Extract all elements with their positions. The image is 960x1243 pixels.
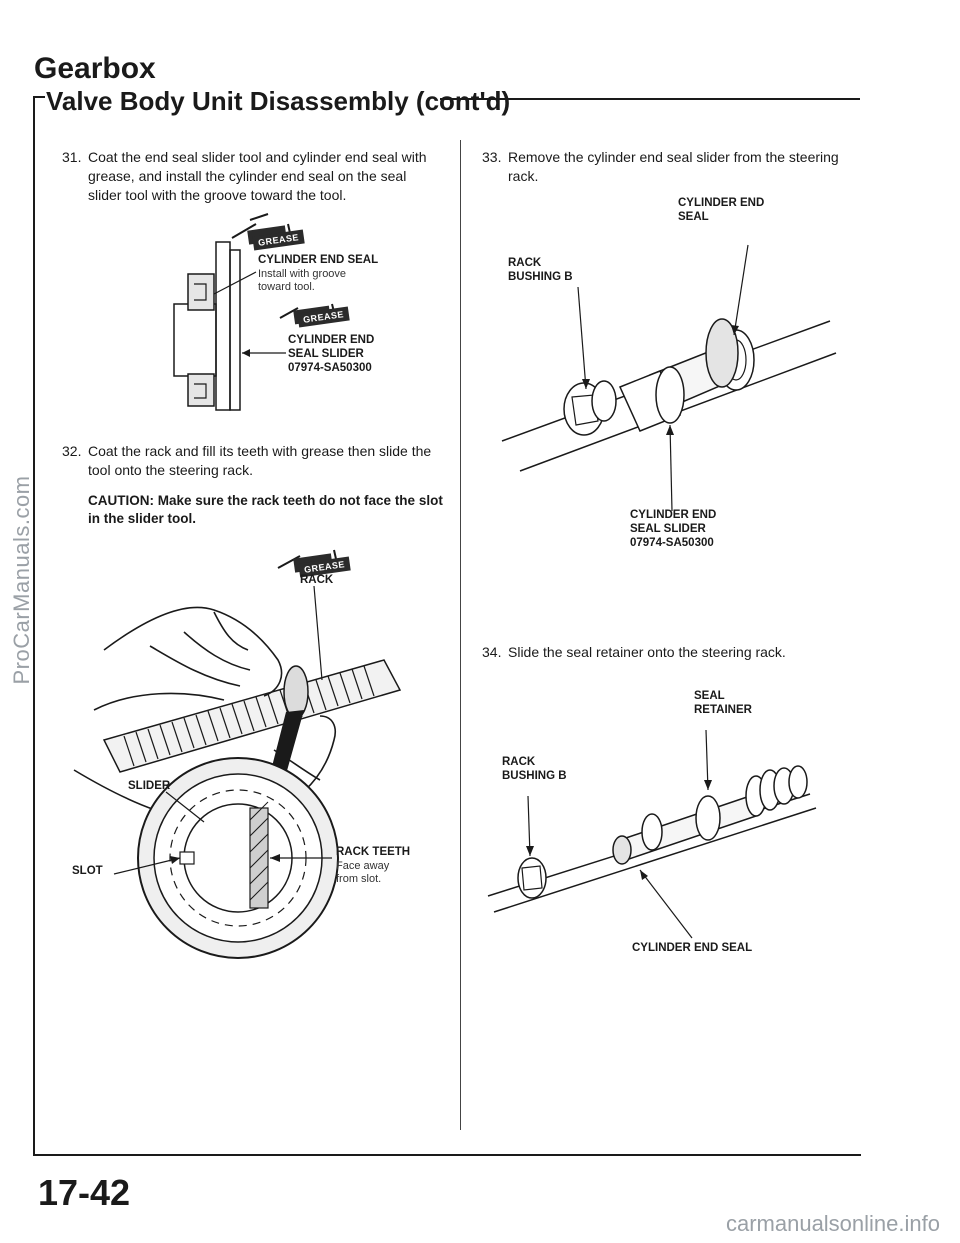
step-34: 34. Slide the seal retainer onto the ste…	[482, 643, 862, 662]
label-cylinder-end-seal: CYLINDER END SEAL	[258, 254, 379, 266]
step-32: 32. Coat the rack and fill its teeth wit…	[62, 442, 442, 480]
rack-bar	[102, 659, 402, 773]
step-text: Coat the rack and fill its teeth with gr…	[88, 443, 432, 478]
step-number: 32.	[62, 443, 82, 459]
seal-retainer-diagram	[487, 729, 817, 939]
step-number: 31.	[62, 149, 82, 165]
label-slider-line-1: CYLINDER END	[630, 509, 717, 521]
label-slider-line-1: CYLINDER END	[288, 334, 375, 346]
rack-bushing-2	[517, 857, 547, 899]
slider-detail-view	[137, 757, 339, 959]
figure-seal-on-slider: GREASE GREASE CYLINDER END SEAL Install …	[160, 210, 440, 420]
label-rack-teeth: RACK TEETH	[336, 846, 411, 858]
header-rule	[440, 98, 860, 100]
note-seal-line-1: Install with groove	[258, 268, 347, 280]
label-bushing-line-2: BUSHING B	[508, 271, 573, 283]
label-bushing-line-2: BUSHING B	[502, 770, 567, 782]
label-rack: RACK	[300, 574, 334, 586]
header-corner	[33, 96, 45, 118]
figure-seal-retainer: SEAL RETAINER RACK BUSHING B CYLINDER EN…	[480, 690, 860, 960]
label-retainer-line-1: SEAL	[694, 690, 725, 702]
label-slider-line-3: 07974-SA50300	[288, 362, 372, 374]
label-slider-line-2: SEAL SLIDER	[288, 348, 364, 360]
label-bushing-line-1: RACK	[502, 756, 536, 768]
section-title: Gearbox	[34, 52, 156, 85]
note-seal-line-2: toward tool.	[258, 281, 315, 293]
rack-slider-diagram	[73, 549, 402, 959]
label-retainer-line-2: RETAINER	[694, 704, 752, 716]
page-number: 17-42	[38, 1172, 131, 1213]
figure-remove-slider: CYLINDER END SEAL RACK BUSHING B CYLINDE…	[490, 195, 860, 555]
column-divider	[460, 140, 461, 1130]
label-seal-line-2: SEAL	[678, 211, 709, 223]
label-seal-line-1: CYLINDER END	[678, 197, 765, 209]
step-number: 33.	[482, 149, 502, 165]
side-watermark: ProCarManuals.com	[2, 330, 42, 830]
label-slider-line-3: 07974-SA50300	[630, 537, 714, 549]
note-teeth-line-1: Face away	[336, 860, 390, 872]
step-text: Remove the cylinder end seal slider from…	[508, 149, 839, 184]
label-cylinder-end-seal: CYLINDER END SEAL	[632, 942, 753, 954]
step-31: 31. Coat the end seal slider tool and cy…	[62, 148, 442, 205]
label-bushing-line-1: RACK	[508, 257, 542, 269]
subsection-title: Valve Body Unit Disassembly (cont'd)	[46, 86, 511, 116]
step-33: 33. Remove the cylinder end seal slider …	[482, 148, 862, 186]
rack-bushing	[563, 380, 617, 436]
step-number: 34.	[482, 644, 502, 660]
label-slider: SLIDER	[128, 780, 171, 792]
caution-note: CAUTION: Make sure the rack teeth do not…	[88, 493, 443, 526]
bottom-frame-rule	[33, 1154, 861, 1156]
step-text: Coat the end seal slider tool and cylind…	[88, 149, 427, 203]
remove-slider-diagram	[501, 244, 837, 512]
side-watermark-text: ProCarManuals.com	[9, 475, 34, 685]
label-slider-line-2: SEAL SLIDER	[630, 523, 706, 535]
grooved-end	[745, 765, 808, 817]
note-teeth-line-2: from slot.	[336, 873, 382, 885]
figure-slider-on-rack: GREASE RACK SLIDER SLOT RACK TEETH Face …	[64, 540, 444, 960]
footer-watermark: carmanualsonline.info	[725, 1211, 940, 1236]
label-slot: SLOT	[72, 865, 103, 877]
left-frame-rule	[33, 116, 35, 1156]
step-text: Slide the seal retainer onto the steerin…	[508, 644, 786, 660]
